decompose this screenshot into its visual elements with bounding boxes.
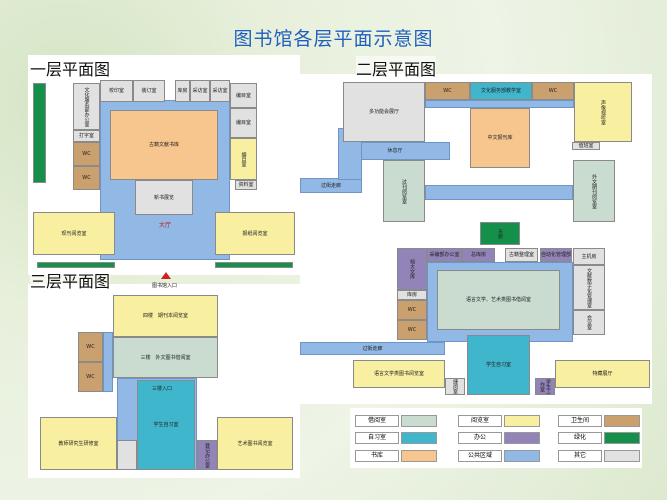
room-f2: 多功能会展厅 [343,82,425,142]
room-f1: 编目室 [230,108,257,138]
legend-swatch [604,432,640,444]
room-f2: 外文期刊阅览室 [573,160,615,222]
room-f2: 档大文库 [397,248,427,290]
room-f1: 库房 [175,80,190,102]
room-f1: 资料室 [235,180,257,190]
public-area-f3 [117,440,137,470]
room-f2: 特藏展厅 [555,360,650,388]
public-area-f2 [425,100,574,108]
room-f1: 古籍文献书库 [110,110,218,180]
room-f3: 艺术图书阅览室 [217,417,293,470]
room-f2: WC [532,82,574,100]
room-f3: 四楼 期刊本阅览室 [113,295,218,337]
room-f1: 编目室 [230,138,257,180]
room-f2: 学生工作室 [535,378,555,395]
library-entrance-label: 图书馆入口 [152,283,178,289]
room-f2: 中文报刊库 [470,108,530,168]
legend-label: 其它 [558,450,602,462]
page-title: 图书馆各层平面示意图 [233,28,434,50]
room-f2: 语言文学类图书阅览室 [353,360,445,388]
legend-label: 借阅室 [355,415,399,427]
legend-label: 自习室 [355,432,399,444]
legend-swatch [401,432,437,444]
floor-2-label: 二层平面图 [356,56,437,80]
room-f2: 学生自习室 [467,335,530,395]
room-f1: 装订室 [133,80,165,102]
legend-swatch [401,415,437,427]
legend-swatch [504,415,540,427]
room-f2: WC [397,300,427,320]
legend-swatch [604,450,640,462]
room-f1: 采访室 [190,80,210,102]
legend-label: 公共区域 [458,450,502,462]
greenery-f1 [215,262,293,268]
legend-swatch [604,415,640,427]
room-f1: 文化服务部办公室 [73,83,100,130]
room-f2: 声像视听室 [574,82,632,142]
room-f3: WC [78,332,103,362]
room-f2: 过街走廊 [300,342,445,355]
room-f2: 捷阅室 [445,378,465,395]
room-f3: 学生自习室 [137,380,195,470]
room-f2: 过刊阅览室 [383,160,425,222]
room-f2: 天桥 [480,222,520,245]
greenery-f1 [33,83,46,183]
room-f1: 报纸阅览室 [215,212,295,255]
room-f1: WC [73,166,100,190]
greenery-f1 [37,262,115,268]
legend-label: 书库 [355,450,399,462]
floor-3-entrance-label: 三楼入口 [152,386,173,392]
room-f2: 主机房 [573,248,605,265]
room-f2: 自动化管理部 [540,248,572,262]
legend-label: 卫生间 [558,415,602,427]
room-f2: 文化服务部教学室 [470,82,532,100]
legend-label: 绿化 [558,432,602,444]
room-f1: 现刊阅览室 [33,212,115,255]
room-f2: 文献数字化管理室 [573,265,605,310]
legend-swatch [401,450,437,462]
room-f1: WC [73,142,100,166]
floor-3-label: 三层平面图 [30,268,111,292]
floor-1-label: 一层平面图 [30,56,111,80]
room-f2: 古籍整理室 [505,248,538,262]
room-f2: 库房 [397,290,427,300]
room-f2: 值班室 [572,142,600,150]
room-f1: 校印室 [100,80,133,102]
room-f2: 语言文学、艺术类图书借阅室 [437,270,560,330]
legend-label: 办公 [458,432,502,444]
room-f2: 过街走廊 [300,178,362,193]
room-f2: 会议室 [573,310,605,335]
public-area-f3 [103,332,113,392]
room-f3: 三楼 外文图书借阅室 [113,337,218,378]
room-f1: 打字室 [73,130,100,142]
room-f3: 教师研究生研修室 [40,417,117,470]
room-f2: 总库房 [462,248,495,262]
room-f2: 采编部办公室 [427,248,462,262]
room-f1: 新书展览 [135,180,193,215]
entrance-arrow-icon [161,272,171,279]
legend-label: 阅览室 [458,415,502,427]
room-f2: WC [397,320,427,340]
legend-swatch [504,432,540,444]
room-f3: 登记办公室 [197,440,217,470]
public-area-f2 [425,185,573,200]
room-f3: WC [78,362,103,392]
legend-swatch [504,450,540,462]
legend: 借阅室 阅览室 卫生间自习室 办公 绿化书库 公共区域 其它 [350,408,642,468]
room-f1: 采访室 [210,80,230,102]
room-f2: WC [425,82,470,100]
room-f1: 编目室 [230,83,257,108]
